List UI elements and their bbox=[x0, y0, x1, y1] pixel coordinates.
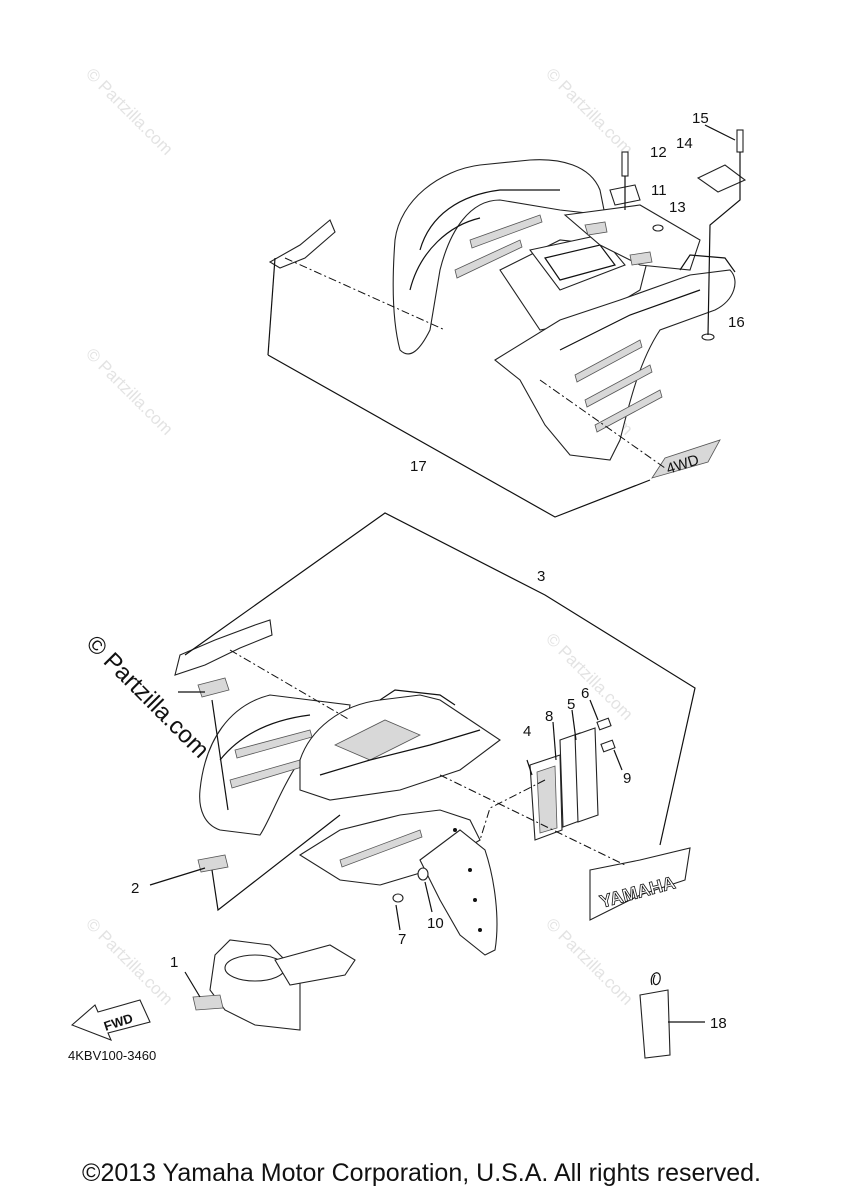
callout-1: 1 bbox=[170, 954, 178, 971]
drawing-code: 4KBV100-3460 bbox=[68, 1048, 156, 1063]
callout-4: 4 bbox=[523, 723, 531, 740]
watermark: © Partzilla.com bbox=[542, 914, 636, 1008]
callout-17: 17 bbox=[410, 458, 427, 475]
callout-7: 7 bbox=[398, 931, 406, 948]
watermark: © Partzilla.com bbox=[82, 344, 176, 438]
watermark: © Partzilla.com bbox=[82, 64, 176, 158]
callout-11: 11 bbox=[651, 182, 667, 199]
callout-13: 13 bbox=[669, 199, 686, 216]
callout-9: 9 bbox=[623, 770, 631, 787]
watermark: © Partzilla.com bbox=[82, 914, 176, 1008]
callout-15: 15 bbox=[692, 110, 709, 127]
callout-10: 10 bbox=[427, 915, 444, 932]
rear-leader-lines bbox=[267, 124, 741, 518]
front-fender: YAMAHA FWD bbox=[70, 619, 691, 1059]
callout-6: 6 bbox=[581, 685, 589, 702]
callout-3: 3 bbox=[537, 568, 545, 585]
callout-12: 12 bbox=[650, 144, 667, 161]
callout-labels: 1 2 3 4 5 6 7 8 9 10 11 12 13 14 15 16 1… bbox=[131, 110, 745, 1032]
watermark: © Partzilla.com bbox=[542, 64, 636, 158]
callout-16: 16 bbox=[728, 314, 745, 331]
callout-18: 18 bbox=[710, 1015, 727, 1032]
front-leader-lines bbox=[149, 512, 705, 1023]
callout-5: 5 bbox=[567, 696, 575, 713]
callout-2: 2 bbox=[131, 880, 139, 897]
callout-8: 8 bbox=[545, 708, 553, 725]
rear-fender: 4WD bbox=[268, 129, 747, 479]
callout-14: 14 bbox=[676, 135, 693, 152]
copyright-notice: ©2013 Yamaha Motor Corporation, U.S.A. A… bbox=[82, 1159, 761, 1187]
decal-4wd-label: 4WD bbox=[664, 451, 701, 478]
